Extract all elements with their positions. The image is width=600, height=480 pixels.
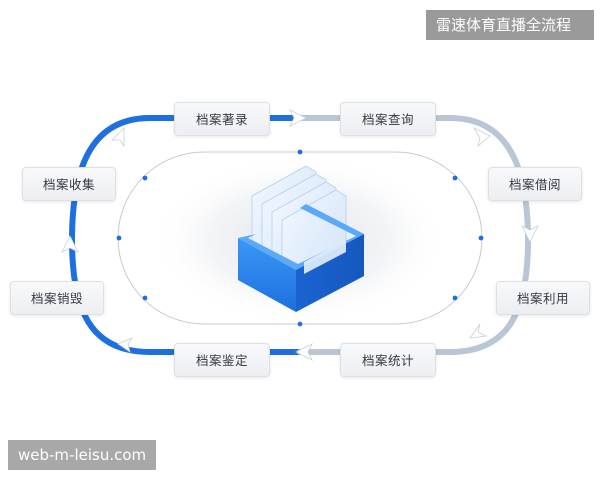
node-statistics[interactable]: 档案统计 [340, 343, 436, 377]
archive-box-icon [238, 165, 364, 312]
arrow-icon [521, 225, 539, 243]
arrow-icon [111, 127, 125, 148]
flow-arrows [61, 109, 539, 361]
track-dot [452, 295, 458, 301]
track-dot [116, 235, 122, 241]
arrow-icon [61, 235, 79, 253]
arrow-icon [295, 343, 313, 361]
arrow-icon [472, 127, 491, 148]
node-destroy[interactable]: 档案销毁 [10, 281, 104, 315]
track-dots [116, 149, 484, 327]
node-collect[interactable]: 档案收集 [22, 167, 116, 201]
node-appraisal[interactable]: 档案鉴定 [174, 343, 270, 377]
node-borrow[interactable]: 档案借阅 [488, 167, 582, 201]
track-dot [297, 149, 303, 155]
title-badge: 雷速体育直播全流程 [426, 10, 594, 40]
track-dot [142, 295, 148, 301]
flow-ring-right [297, 115, 532, 355]
track-dot [452, 175, 458, 181]
node-catalog[interactable]: 档案著录 [174, 102, 270, 136]
track-dot [478, 235, 484, 241]
watermark: web-m-leisu.com [8, 440, 157, 470]
node-query[interactable]: 档案查询 [340, 102, 436, 136]
arrow-icon [469, 323, 488, 339]
track-dot [142, 175, 148, 181]
arrow-icon [289, 109, 307, 127]
node-use[interactable]: 档案利用 [496, 281, 590, 315]
arrow-icon [117, 337, 134, 353]
